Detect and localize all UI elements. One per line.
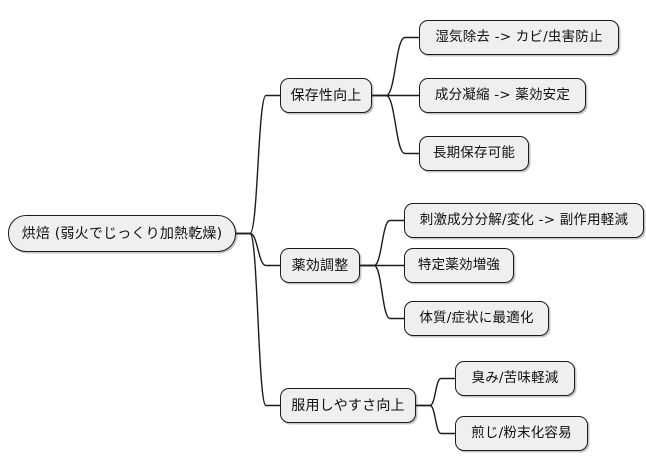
leaf-node-1-1[interactable]: 湿気除去 -> カビ/虫害防止: [419, 20, 619, 55]
branch-node-1[interactable]: 保存性向上: [280, 78, 372, 113]
edge-root-branch-2: [236, 232, 280, 267]
edge-branch-1-leaf-3: [372, 94, 419, 155]
leaf-node-3-1[interactable]: 臭み/苦味軽減: [455, 361, 575, 396]
edge-root-branch-3: [236, 232, 280, 407]
edge-branch-2-leaf-1: [360, 219, 404, 267]
edge-branch-3-leaf-2: [416, 404, 455, 435]
branch-node-3[interactable]: 服用しやすさ向上: [280, 388, 416, 423]
edge-branch-2-leaf-3: [360, 264, 404, 320]
edge-branch-3-leaf-1: [416, 377, 455, 407]
edge-branch-1-leaf-1: [372, 36, 419, 97]
leaf-node-1-2[interactable]: 成分凝縮 -> 薬効安定: [419, 78, 586, 113]
root-node[interactable]: 烘焙 (弱火でじっくり加熱乾燥): [8, 215, 236, 252]
edge-root-branch-1: [236, 94, 280, 235]
leaf-node-2-3[interactable]: 体質/症状に最適化: [404, 301, 549, 336]
leaf-node-2-2[interactable]: 特定薬効増強: [404, 248, 514, 283]
leaf-node-1-3[interactable]: 長期保存可能: [419, 136, 529, 171]
leaf-node-2-1[interactable]: 刺激成分分解/変化 -> 副作用軽減: [404, 203, 644, 238]
leaf-node-3-2[interactable]: 煎じ/粉末化容易: [455, 416, 588, 451]
branch-node-2[interactable]: 薬効調整: [280, 248, 360, 283]
